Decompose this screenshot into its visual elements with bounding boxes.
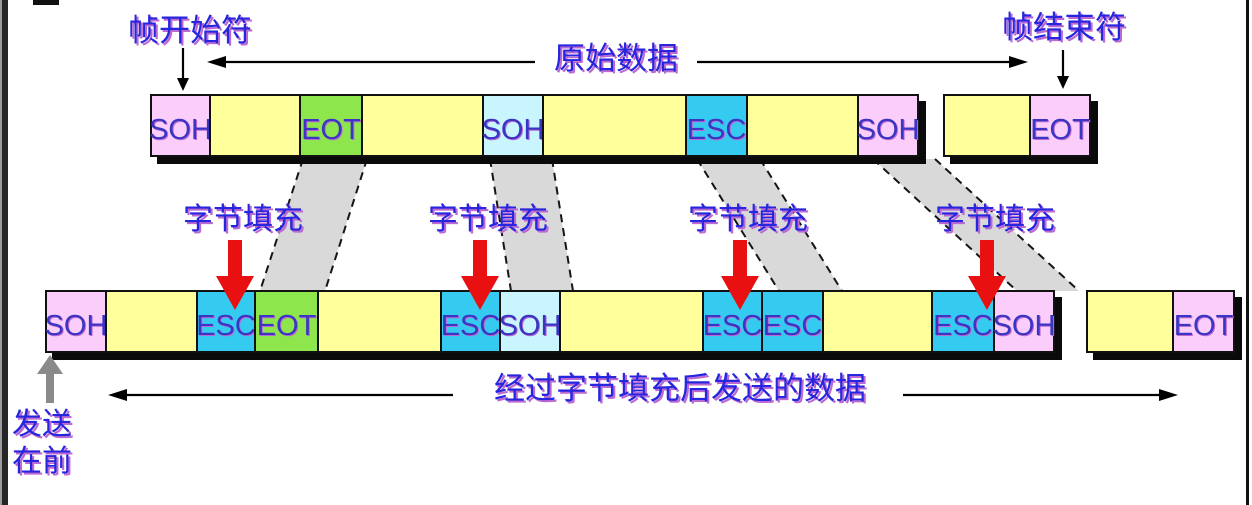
original-frame-box-data	[361, 94, 484, 157]
byte-stuffing-red-arrow-4	[968, 240, 1006, 310]
stuffed-frame-box-data	[105, 290, 198, 353]
window-top-border-fragment	[33, 0, 59, 5]
stuffed-frame-box-eot: EOT	[1172, 290, 1235, 353]
window-left-border	[0, 0, 8, 505]
stuffed-frame-segment-2: EOT	[1086, 290, 1235, 353]
byte-stuffing-red-arrow-2	[461, 240, 499, 310]
original-frame-box-eot: EOT	[1029, 94, 1091, 157]
byte-stuffing-label-1: 字节填充	[183, 203, 303, 236]
stuffed-frame-box-data	[317, 290, 442, 353]
red-arrow-head	[968, 276, 1006, 310]
stuffed-frame-box-data	[822, 290, 933, 353]
byte-stuffing-label-2: 字节填充	[428, 203, 548, 236]
original-frame-segment-2: EOT	[943, 94, 1091, 157]
window-right-border	[1246, 0, 1249, 505]
sent-first-up-arrow	[37, 355, 63, 403]
original-frame-box-data	[943, 94, 1031, 157]
original-frame-box-soh: SOH	[482, 94, 544, 157]
stuffed-data-caption: 经过字节填充后发送的数据	[494, 371, 866, 406]
frame-end-label: 帧结束符	[1002, 10, 1126, 45]
stuffed-frame-box-eot: EOT	[254, 290, 319, 353]
stuffed-frame-box-data	[1086, 290, 1174, 353]
frame-start-pointer-arrow	[177, 48, 189, 91]
sent-first-label: 发送 在前	[12, 406, 72, 480]
stuffed-frame-box-data	[559, 290, 704, 353]
original-frame-box-esc: ESC	[685, 94, 748, 157]
red-arrow-head	[461, 276, 499, 310]
sent-first-line1: 发送	[12, 408, 72, 441]
red-arrow-head	[721, 276, 759, 310]
byte-stuffing-label-3: 字节填充	[688, 203, 808, 236]
stuffed-frame-box-soh: SOH	[499, 290, 561, 353]
byte-stuffing-red-arrow-3	[721, 240, 759, 310]
original-frame-box-data	[542, 94, 687, 157]
original-frame-box-data	[746, 94, 859, 157]
stuffed-frame-box-esc: ESC	[931, 290, 995, 353]
red-arrow-shaft	[733, 240, 747, 276]
stuffed-frame-box-esc: ESC	[440, 290, 501, 353]
original-frame-box-soh: SOH	[149, 94, 212, 157]
red-arrow-shaft	[980, 240, 994, 276]
original-frame-box-eot: EOT	[299, 94, 363, 157]
original-frame-box-data	[209, 94, 301, 157]
byte-stuffing-label-4: 字节填充	[935, 203, 1055, 236]
byte-stuffing-red-arrow-1	[216, 240, 254, 310]
red-arrow-head	[216, 276, 254, 310]
stuffed-frame-box-soh: SOH	[45, 290, 107, 353]
red-arrow-shaft	[473, 240, 487, 276]
stuffed-frame-box-soh: SOH	[993, 290, 1055, 353]
sent-first-line2: 在前	[12, 445, 72, 478]
original-frame-segment-1: SOH EOT SOH ESC SOH	[149, 94, 919, 157]
red-arrow-shaft	[228, 240, 242, 276]
frame-start-label: 帧开始符	[128, 13, 252, 48]
stuffed-frame-box-esc: ESC	[761, 290, 824, 353]
frame-end-pointer-arrow	[1057, 50, 1069, 89]
original-frame-box-soh: SOH	[857, 94, 919, 157]
original-data-label: 原始数据	[554, 41, 678, 76]
